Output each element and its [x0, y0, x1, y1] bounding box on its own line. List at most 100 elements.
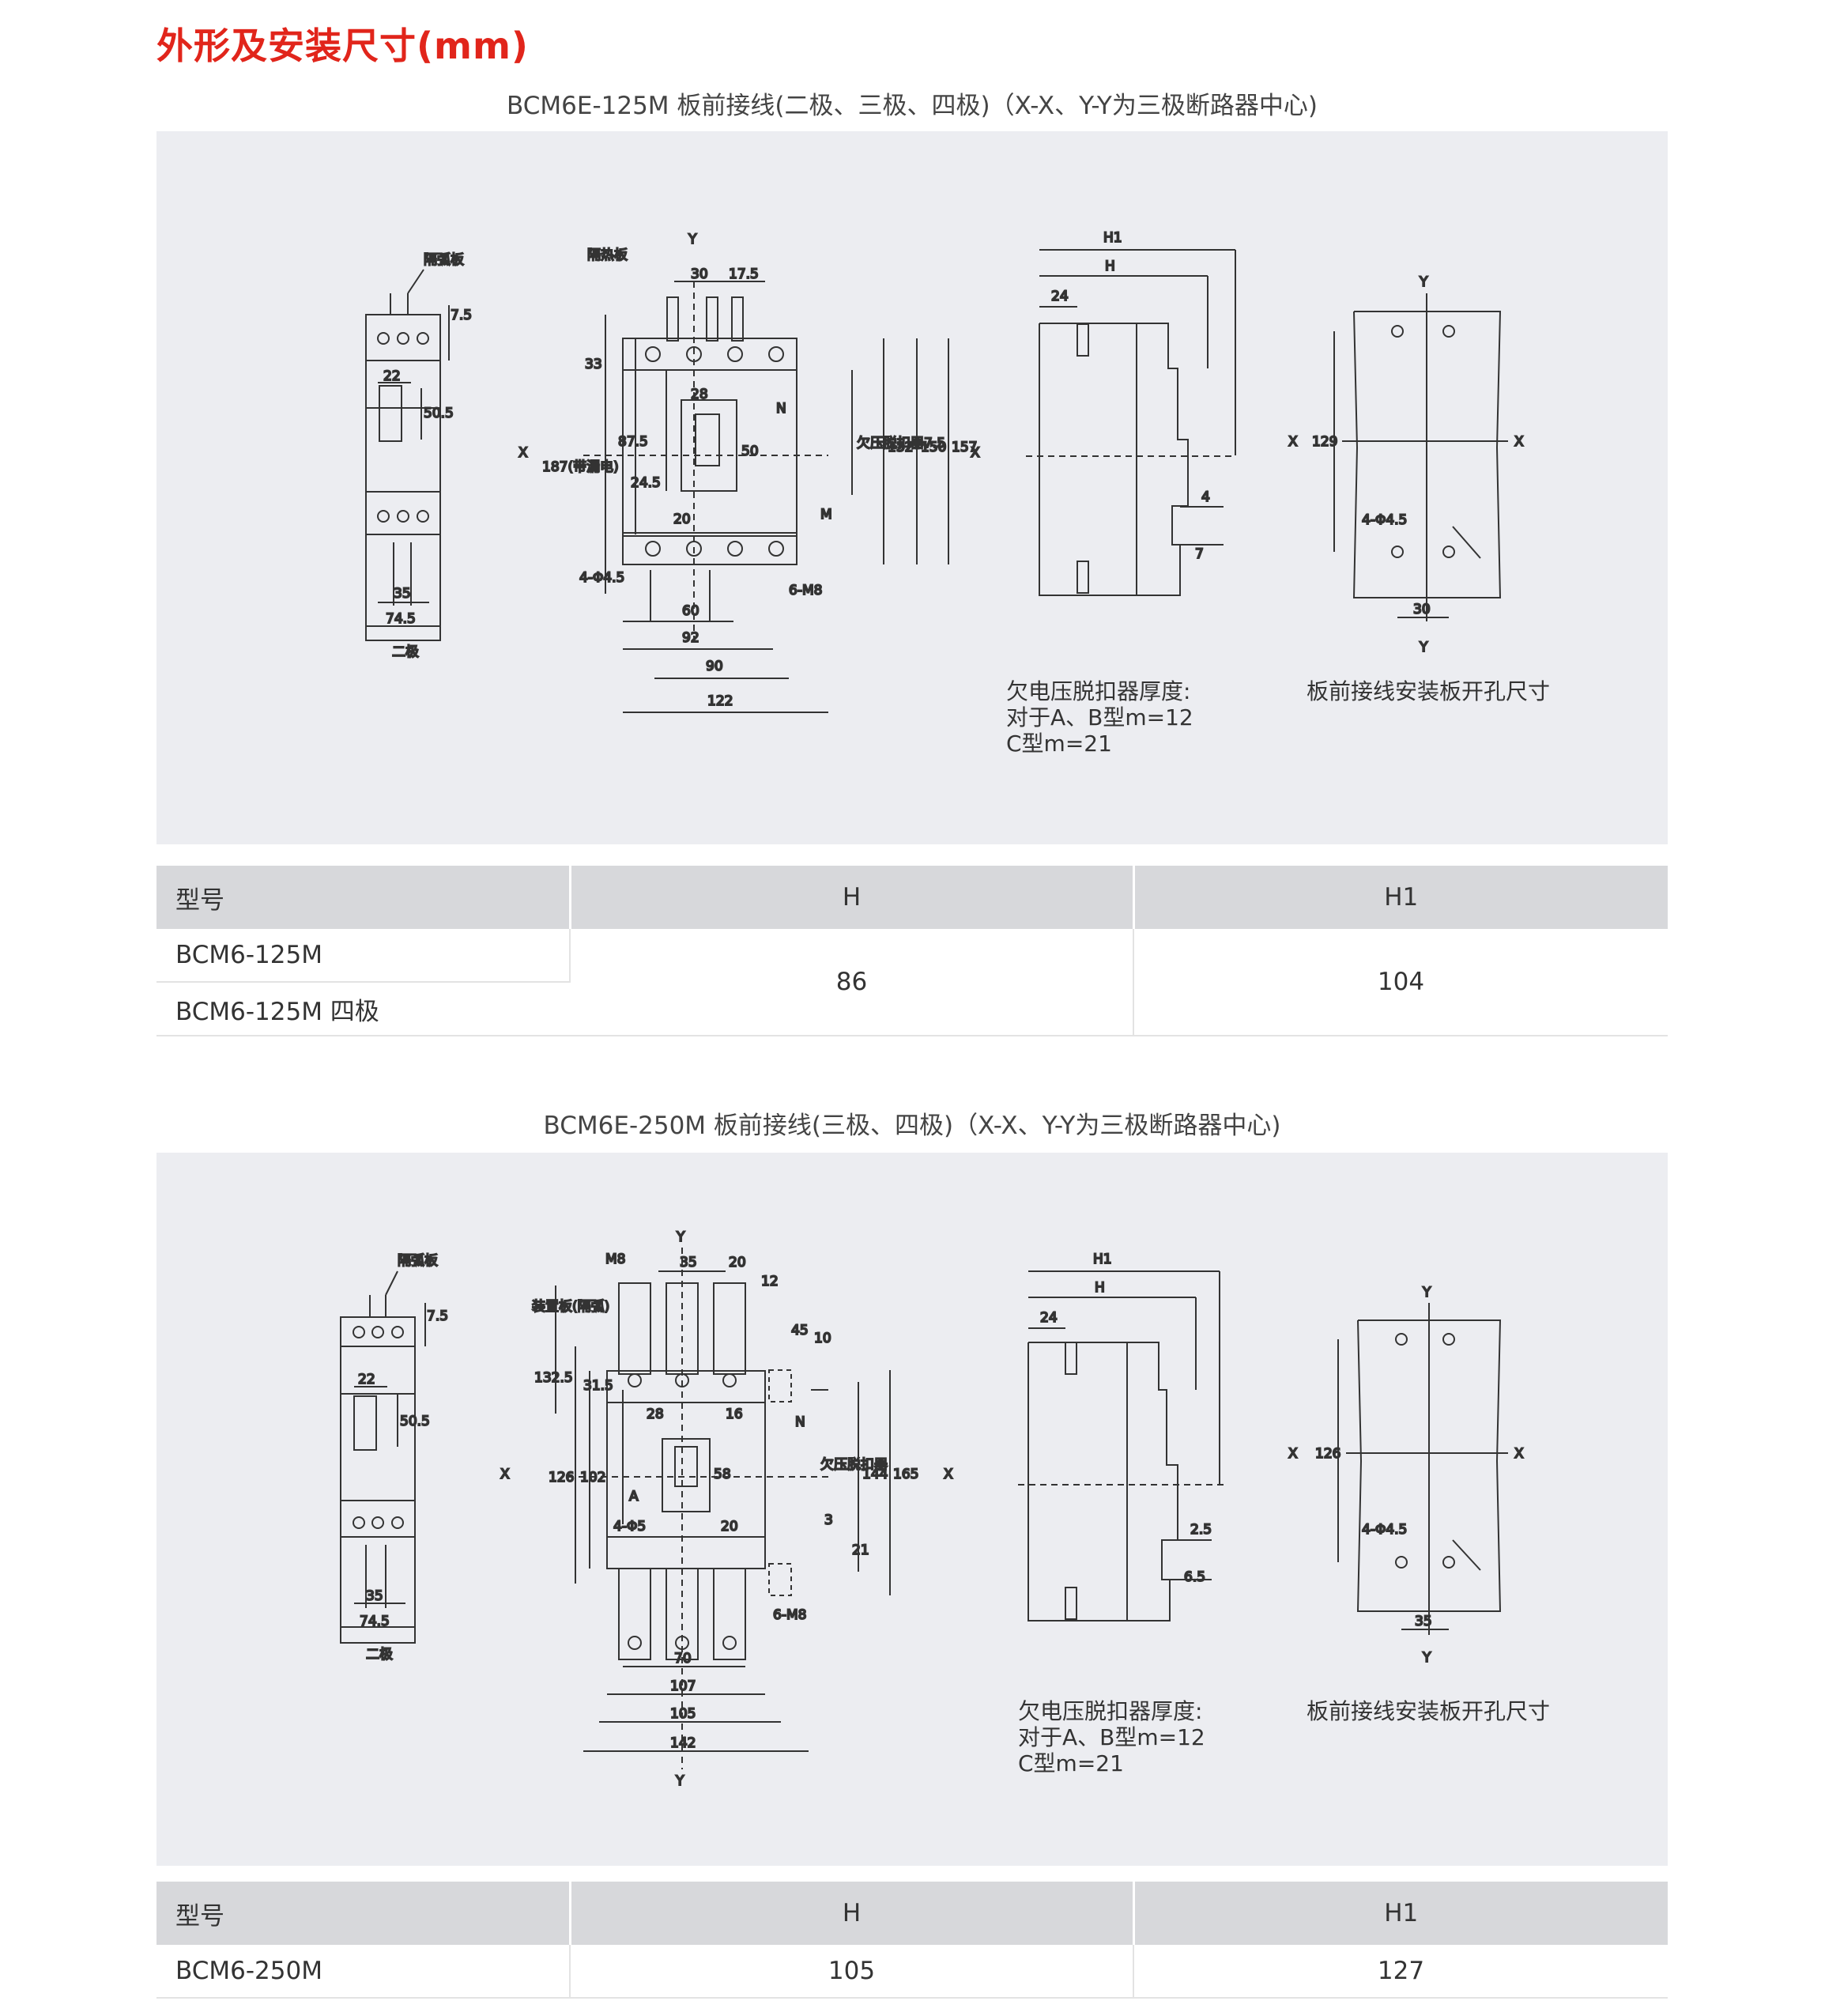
s2-dim: 45: [791, 1323, 809, 1338]
s2-dim: 4-Φ5: [613, 1519, 646, 1535]
header-model: 型号: [156, 866, 571, 929]
s1-dim: 50: [741, 444, 759, 459]
s2-dim: Y: [1422, 1285, 1431, 1301]
s2-dim: X: [1514, 1446, 1524, 1462]
s1-dim: H1: [1103, 230, 1122, 246]
s2-dim: 74.5: [360, 1614, 390, 1629]
header-h: H: [570, 1882, 1135, 1945]
s1-dim: 4: [1201, 489, 1210, 505]
s2-dim: 24: [1040, 1310, 1058, 1326]
s1-dim: N: [776, 401, 786, 417]
s1-dim: H: [1105, 259, 1115, 274]
s1-dim: 74.5: [386, 611, 416, 627]
s2-dim: N: [795, 1414, 805, 1430]
s2-dim: 6-M8: [773, 1607, 806, 1623]
h-value: 105: [570, 1945, 1134, 1999]
s1-dim: 50.5: [424, 406, 454, 421]
s2-dim: 12: [761, 1274, 779, 1289]
s1-dim: 87.5: [618, 434, 648, 450]
s1-dim: 4-Φ4.5: [1362, 512, 1407, 528]
s1-dim: 6-M8: [789, 583, 822, 598]
table-row: BCM6-125M 86 104: [156, 929, 1668, 1036]
s2-arc-plate-label: 隔弧板: [398, 1253, 438, 1269]
s1-cutout-view: [1333, 293, 1508, 621]
s2-dim: 28: [647, 1406, 664, 1422]
s1-dim: 92: [682, 630, 699, 646]
s1-dim: Y: [1419, 274, 1428, 290]
s1-two-pole-view: [365, 269, 450, 641]
s1-heat-plate-label: 隔热板: [587, 247, 628, 263]
h-value: 86: [570, 929, 1134, 1036]
s1-dim: 132: [888, 440, 913, 455]
s1-dim: 4-Φ4.5: [579, 570, 624, 586]
s2-two-pole-view: [340, 1270, 426, 1644]
table-header: 型号 H H1: [156, 866, 1668, 929]
s2-spec-table: 型号 H H1 BCM6-250M 105 127: [156, 1882, 1668, 1999]
s2-dim: 20: [729, 1255, 746, 1270]
header-model: 型号: [156, 1882, 571, 1945]
s1-cutout-note: 板前接线安装板开孔尺寸: [1307, 678, 1551, 704]
s2-dim: 21: [852, 1542, 869, 1558]
s1-dim: Y: [688, 232, 697, 247]
s1-front-view: [583, 281, 949, 713]
s1-dim: 17.5: [729, 266, 759, 282]
header-h1: H1: [1133, 1882, 1668, 1945]
model-cell: BCM6-250M: [156, 1945, 571, 1999]
s2-dim: 35: [366, 1588, 383, 1604]
s1-dim: 150: [921, 440, 946, 455]
s2-dim: 102: [580, 1470, 605, 1486]
model-cell: BCM6-125M: [156, 929, 571, 983]
s1-dim: Y: [1419, 640, 1428, 655]
h1-value: 127: [1133, 1945, 1668, 1999]
s2-dim: 126: [549, 1470, 574, 1486]
s2-dim: 22: [358, 1372, 375, 1387]
s2-front-view: [555, 1248, 891, 1769]
s1-dim: X: [518, 445, 528, 461]
table-row: BCM6-250M 105 127: [156, 1945, 1668, 1999]
s1-undervoltage-note: 欠电压脱扣器厚度: 对于A、B型m=12 C型m=21: [1006, 678, 1193, 757]
s2-dim: 70: [674, 1651, 692, 1667]
s1-dim: 30: [1413, 602, 1431, 617]
s1-dim: 129: [1312, 434, 1337, 450]
s1-dim: 20: [673, 512, 691, 527]
model-cell: BCM6-125M 四极: [156, 982, 570, 1036]
s2-dim: 6.5: [1184, 1569, 1205, 1585]
header-h: H: [570, 866, 1135, 929]
section2-caption: BCM6E-250M 板前接线(三极、四极)（X-X、Y-Y为三极断路器中心): [543, 1112, 1281, 1140]
table-header: 型号 H H1: [156, 1882, 1668, 1945]
section2-drawing-panel: 隔弧板 7.5 22 50.5 35 74.5 二极 M8 装置板(隔弧) Y …: [156, 1153, 1668, 1866]
s1-dim: 122: [707, 693, 733, 709]
s2-two-pole-label: 二极: [366, 1647, 393, 1663]
s2-dim: X: [944, 1467, 953, 1482]
s2-dim: 107: [670, 1678, 696, 1694]
section1-drawing: 隔弧板 7.5 22 50.5 35 74.5 二极 隔热板 Y 30 17.5…: [365, 229, 1525, 713]
section1-drawing-panel: 隔弧板 7.5 22 50.5 35 74.5 二极 隔热板 Y 30 17.5…: [156, 131, 1668, 844]
s2-dim: 20: [721, 1519, 738, 1535]
s2-undervoltage-label: 欠压脱扣器: [820, 1457, 888, 1473]
table-row: BCM6-125M 四极: [156, 982, 1668, 1036]
s2-cutout-note: 板前接线安装板开孔尺寸: [1307, 1698, 1551, 1724]
s2-dim: 10: [814, 1331, 831, 1346]
s2-dim: Y: [675, 1773, 684, 1789]
s2-dim: X: [1288, 1446, 1298, 1462]
s2-dim: M8: [605, 1252, 625, 1267]
s2-dim: 105: [670, 1706, 696, 1722]
h1-value: 104: [1133, 929, 1668, 1036]
s2-dim: 7.5: [427, 1308, 448, 1324]
s1-dim: 157: [952, 440, 977, 455]
s2-dim: 35: [1415, 1614, 1432, 1629]
s2-dim: 35: [680, 1255, 697, 1270]
s2-side-view: [1018, 1270, 1224, 1621]
s1-dim: 22: [383, 368, 401, 384]
section2-drawing: 隔弧板 7.5 22 50.5 35 74.5 二极 M8 装置板(隔弧) Y …: [340, 1229, 1525, 1790]
s2-plate-label: 装置板(隔弧): [532, 1299, 609, 1315]
s2-dim: 58: [714, 1467, 731, 1482]
s1-spec-table: 型号 H H1 BCM6-125M 86 104 BCM6-125M 四极: [156, 866, 1668, 1036]
s1-undervoltage-label: 欠压脱扣器7.5: [857, 436, 945, 451]
s1-dim: 35: [394, 586, 411, 602]
s2-dim: H: [1095, 1280, 1105, 1296]
s2-dim: 142: [670, 1735, 696, 1751]
s2-dim: 16: [726, 1406, 743, 1422]
s1-side-view: [1026, 249, 1236, 596]
s2-dim: 144: [862, 1467, 888, 1482]
